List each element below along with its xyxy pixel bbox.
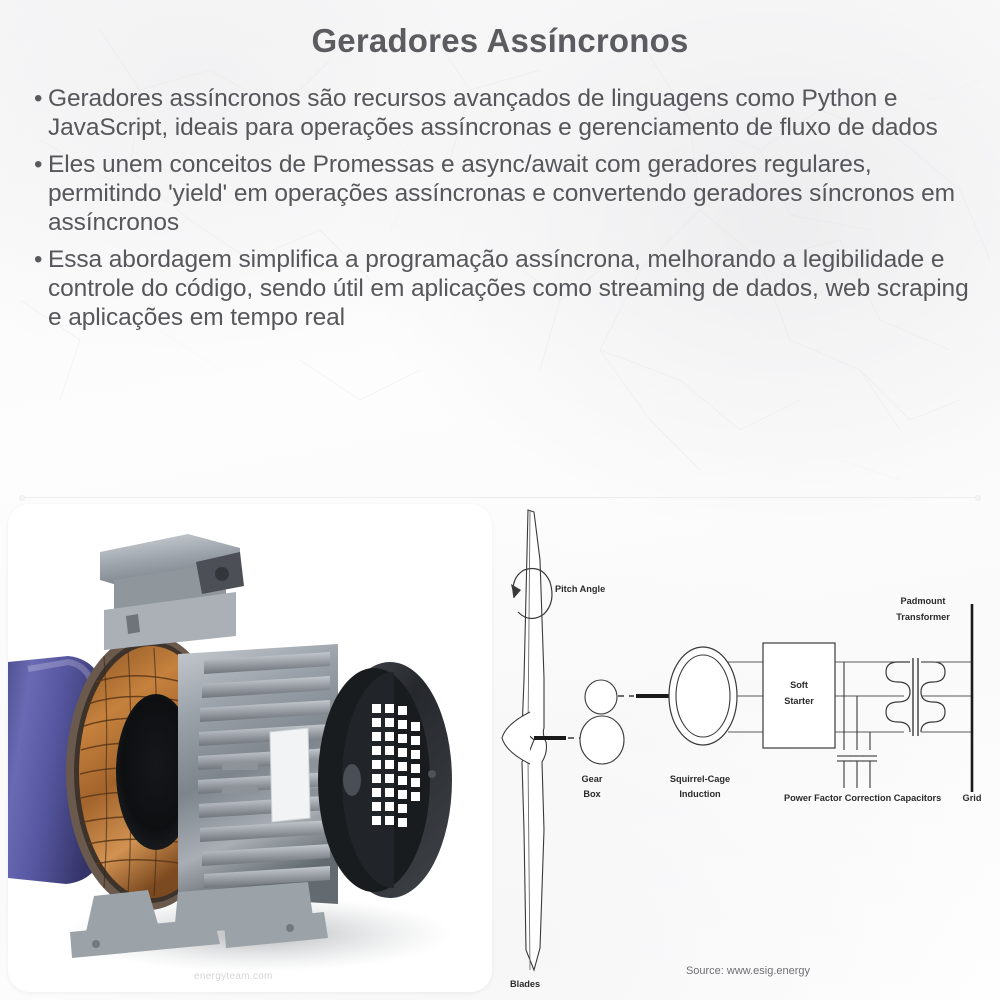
divider-node-left [19, 494, 25, 501]
label-capacitors: Power Factor Correction Capacitors [784, 793, 941, 803]
label-induction-line2: Induction [679, 789, 721, 799]
divider-node-right [975, 494, 981, 501]
single-line-diagram-svg: Pitch Angle Blades Gear Box Squirrel-Cag… [501, 509, 982, 989]
pitch-angle-arrow [511, 567, 553, 620]
label-induction-line1: Squirrel-Cage [670, 774, 730, 784]
bullet-marker-icon: • [34, 85, 43, 112]
bullet-text: Essa abordagem simplifica a programação … [48, 246, 969, 331]
label-gear-box-line2: Box [583, 789, 601, 799]
label-pitch-angle: Pitch Angle [555, 584, 605, 594]
generator-output-phases [728, 661, 763, 733]
label-transformer-line1: Padmount [901, 596, 946, 606]
stator-bore [116, 694, 196, 850]
list-item: • Essa abordagem simplifica a programaçã… [34, 245, 982, 332]
page-title: Geradores Assíncronos [311, 22, 689, 59]
diagram-source-text: Source: www.esig.energy [686, 965, 811, 977]
label-gear-box-line1: Gear [582, 774, 603, 784]
label-transformer-line2: Transformer [896, 612, 950, 622]
cutaway-induction-motor-illustration [8, 504, 492, 992]
bullet-text: Eles unem conceitos de Promessas e async… [48, 151, 955, 236]
motor-nameplate [269, 727, 311, 823]
label-soft-starter-line1: Soft [790, 680, 808, 690]
hub-nose-cone [501, 711, 531, 765]
squirrel-cage-induction-generator-symbol [668, 646, 738, 746]
gear-box-symbol [579, 679, 625, 765]
mounting-feet [70, 882, 328, 958]
bullet-text: Geradores assíncronos são recursos avanç… [48, 85, 938, 141]
label-blades: Blades [510, 979, 540, 989]
motor-photo-card: energyteam.com [8, 504, 492, 992]
bullet-marker-icon: • [34, 246, 43, 273]
label-grid: Grid [963, 793, 982, 803]
label-soft-starter-line2: Starter [784, 696, 814, 706]
terminal-box [100, 534, 244, 650]
padmount-transformer-symbol [885, 658, 972, 736]
bullet-marker-icon: • [34, 151, 43, 178]
wind-turbine-diagram: Pitch Angle Blades Gear Box Squirrel-Cag… [500, 500, 996, 996]
section-divider [19, 494, 981, 501]
photo-watermark: energyteam.com [194, 971, 273, 982]
list-item: • Geradores assíncronos são recursos ava… [34, 84, 982, 142]
power-factor-correction-capacitors [837, 662, 877, 788]
fan-end-cover [318, 662, 452, 898]
list-item: • Eles unem conceitos de Promessas e asy… [34, 150, 982, 237]
bullet-list: • Geradores assíncronos são recursos ava… [34, 84, 982, 340]
